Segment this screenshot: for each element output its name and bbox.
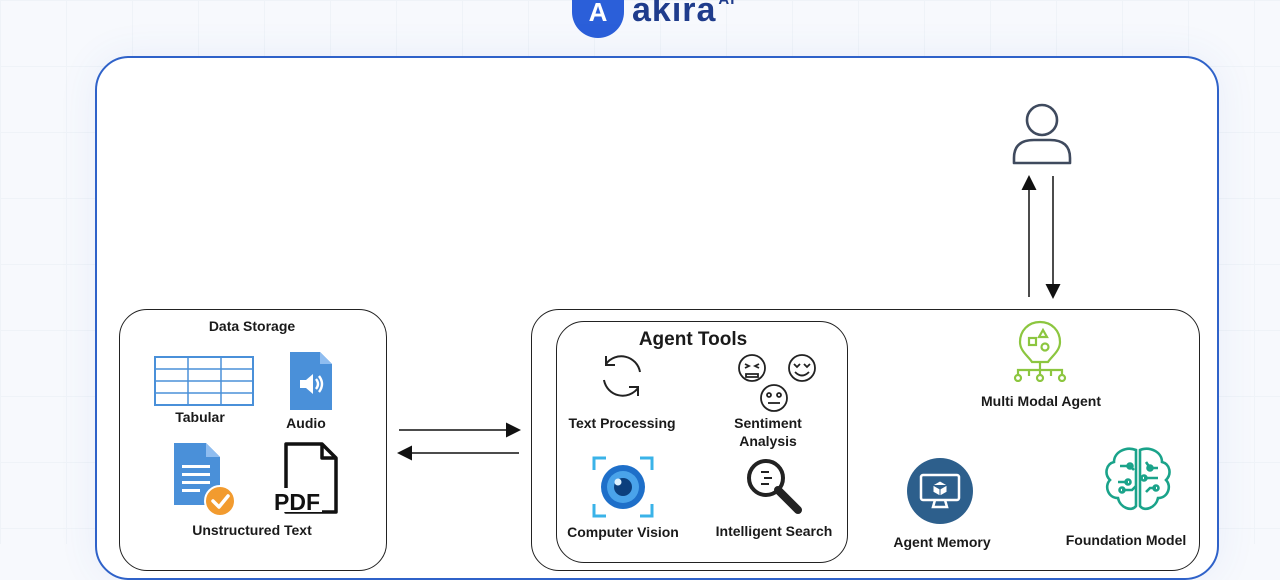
tabular-label: Tabular [175, 409, 225, 425]
refresh-cycle-icon [603, 355, 641, 397]
foundation-model-label: Foundation Model [1065, 532, 1187, 548]
agent-tools-box [556, 321, 848, 563]
document-check-icon [174, 443, 236, 517]
pdf-text: PDF [274, 489, 320, 515]
table-icon [154, 356, 254, 406]
agent-network-icon [1013, 320, 1067, 382]
pdf-file-icon: PDF [272, 442, 338, 515]
brand-name: akira [632, 0, 717, 29]
data-storage-title: Data Storage [208, 318, 296, 334]
text-processing-label: Text Processing [568, 415, 676, 431]
brand-logo: A akiraAI [572, 0, 735, 38]
intelligent-search-label: Intelligent Search [715, 523, 833, 539]
multi-modal-agent-label: Multi Modal Agent [980, 393, 1102, 409]
monitor-icon [907, 458, 973, 524]
agent-tools-title: Agent Tools [638, 329, 748, 350]
camera-eye-icon [592, 456, 654, 518]
audio-label: Audio [286, 415, 326, 431]
emoji-faces-icon [738, 354, 816, 412]
agent-memory-label: Agent Memory [893, 534, 991, 550]
unstructured-text-label: Unstructured Text [192, 522, 312, 538]
sentiment-analysis-label: Sentiment Analysis [734, 415, 802, 449]
audio-file-icon [290, 352, 332, 410]
user-icon [1012, 103, 1072, 165]
brand-suffix: AI [718, 0, 735, 8]
magnifier-icon [747, 459, 802, 514]
brain-circuit-icon [1105, 447, 1171, 511]
data-storage-box [119, 309, 387, 571]
computer-vision-label: Computer Vision [567, 524, 679, 540]
